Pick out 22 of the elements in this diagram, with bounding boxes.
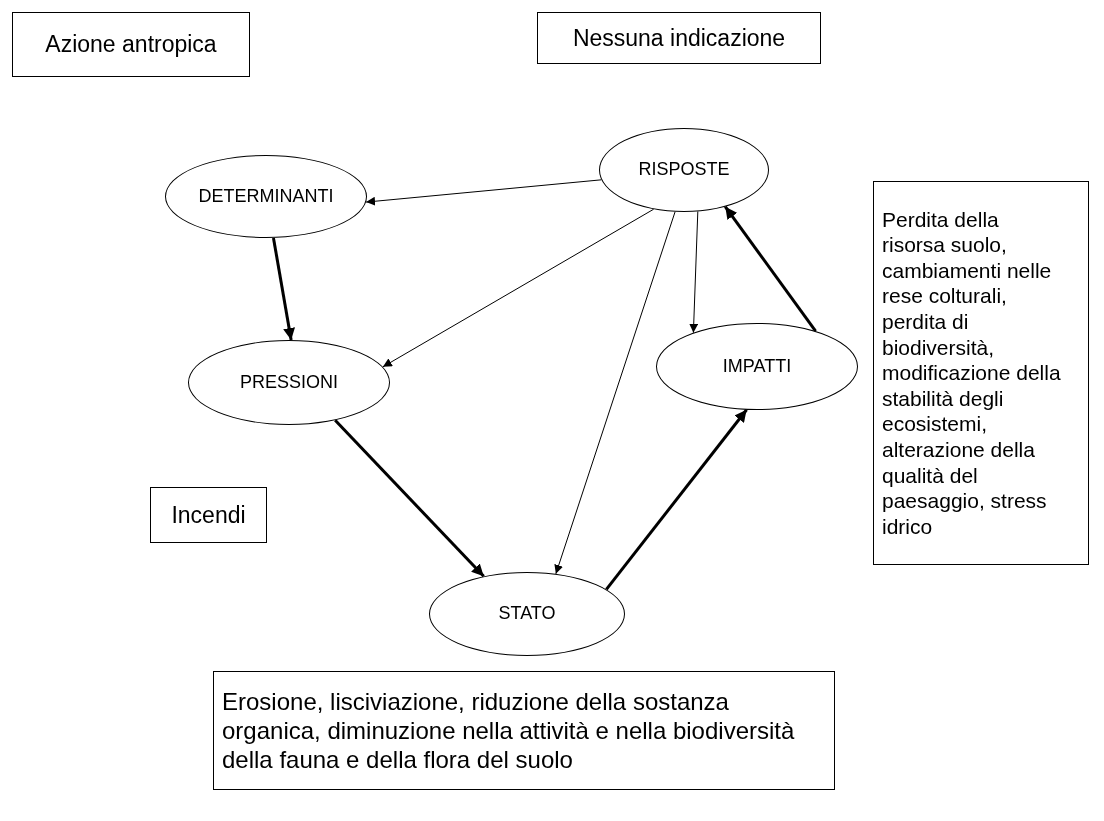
text-box	[537, 12, 821, 64]
node-label: IMPATTI	[722, 355, 792, 378]
node-label: RISPOSTE	[638, 159, 730, 181]
arrow	[724, 205, 817, 332]
node-label: Erosione, lisciviazione, riduzione della sostanza organica, diminuzione nella attività e nella biodiversità della fauna e della flora del suolo	[222, 686, 796, 775]
arrow	[334, 419, 485, 578]
text-box	[12, 12, 250, 77]
node-label: Azione antropica	[45, 30, 217, 59]
arrow	[689, 210, 699, 334]
arrow	[272, 237, 295, 341]
arrow	[605, 408, 748, 591]
text-box	[213, 671, 835, 790]
text-box	[150, 487, 267, 543]
node-label: Perdita della risorsa suolo, cambiamenti nelle rese colturali, perdita di biodiversità, modificazione della stabilità degli ecosistemi, alterazione della qualità del paesaggio, stress idrico	[882, 206, 1062, 540]
node-label: DETERMINANTI	[198, 185, 334, 208]
arrow	[365, 179, 602, 206]
node-label: STATO	[498, 603, 556, 625]
text-box	[873, 181, 1089, 565]
arrow	[382, 208, 655, 368]
node-label: Nessuna indicazione	[572, 23, 786, 52]
node-label: PRESSIONI	[240, 371, 338, 394]
node-label: Incendi	[171, 500, 246, 529]
